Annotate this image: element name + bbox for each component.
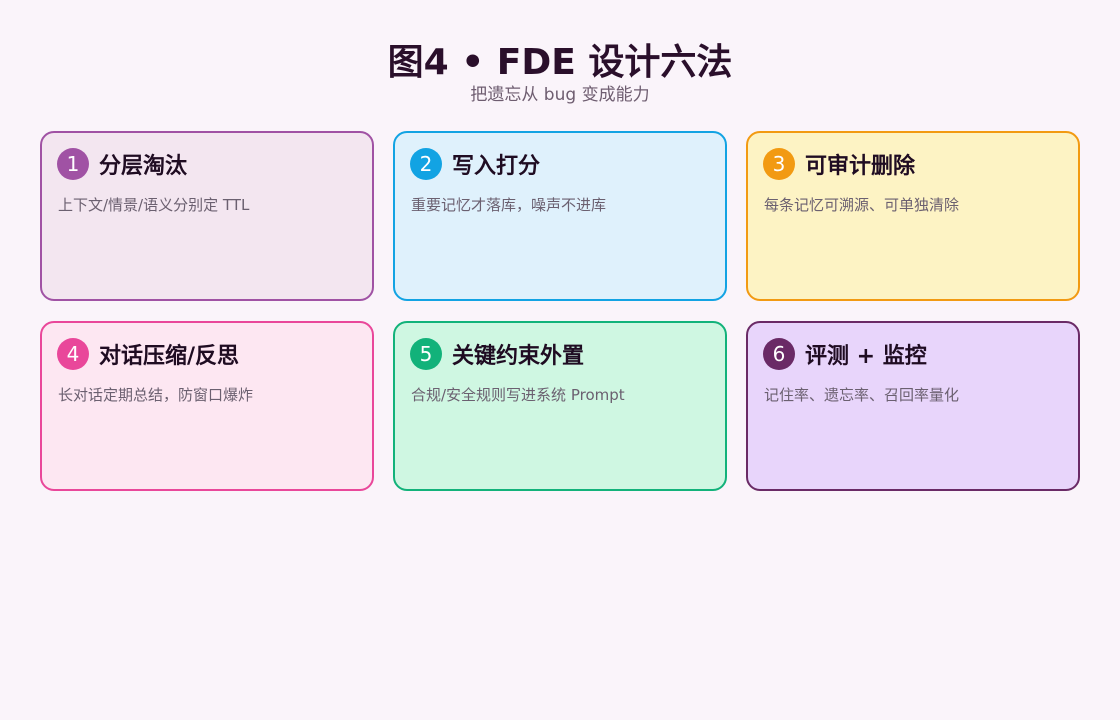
- number-badge: 4: [57, 338, 89, 370]
- card-title: 评测 + 监控: [805, 344, 927, 369]
- card-title: 写入打分: [452, 154, 541, 179]
- card-title: 分层淘汰: [99, 154, 188, 179]
- number-badge: 3: [763, 148, 795, 180]
- card-title: 对话压缩/反思: [99, 344, 240, 369]
- method-card-1: 1 分层淘汰 上下文/情景/语义分别定 TTL: [40, 131, 374, 301]
- card-description: 重要记忆才落库，噪声不进库: [411, 196, 607, 214]
- card-header: 2 写入打分: [410, 148, 540, 180]
- method-card-4: 4 对话压缩/反思 长对话定期总结，防窗口爆炸: [40, 321, 374, 491]
- number-badge: 1: [57, 148, 89, 180]
- method-grid: 1 分层淘汰 上下文/情景/语义分别定 TTL 2 写入打分 重要记忆才落库，噪…: [40, 131, 1080, 491]
- card-description: 长对话定期总结，防窗口爆炸: [58, 386, 254, 404]
- card-title: 关键约束外置: [452, 344, 585, 369]
- card-description: 合规/安全规则写进系统 Prompt: [411, 386, 625, 404]
- card-header: 4 对话压缩/反思: [57, 338, 239, 370]
- method-card-3: 3 可审计删除 每条记忆可溯源、可单独清除: [746, 131, 1080, 301]
- card-title: 可审计删除: [805, 154, 916, 179]
- page-subtitle: 把遗忘从 bug 变成能力: [470, 85, 650, 105]
- number-badge: 2: [410, 148, 442, 180]
- card-description: 记住率、遗忘率、召回率量化: [764, 386, 960, 404]
- method-card-6: 6 评测 + 监控 记住率、遗忘率、召回率量化: [746, 321, 1080, 491]
- method-card-2: 2 写入打分 重要记忆才落库，噪声不进库: [393, 131, 727, 301]
- card-header: 3 可审计删除: [763, 148, 915, 180]
- number-badge: 6: [763, 338, 795, 370]
- number-badge: 5: [410, 338, 442, 370]
- card-description: 上下文/情景/语义分别定 TTL: [58, 196, 250, 214]
- page-title: 图4 • FDE 设计六法: [387, 42, 733, 83]
- card-header: 5 关键约束外置: [410, 338, 584, 370]
- method-card-5: 5 关键约束外置 合规/安全规则写进系统 Prompt: [393, 321, 727, 491]
- card-header: 1 分层淘汰: [57, 148, 187, 180]
- card-header: 6 评测 + 监控: [763, 338, 927, 370]
- card-description: 每条记忆可溯源、可单独清除: [764, 196, 960, 214]
